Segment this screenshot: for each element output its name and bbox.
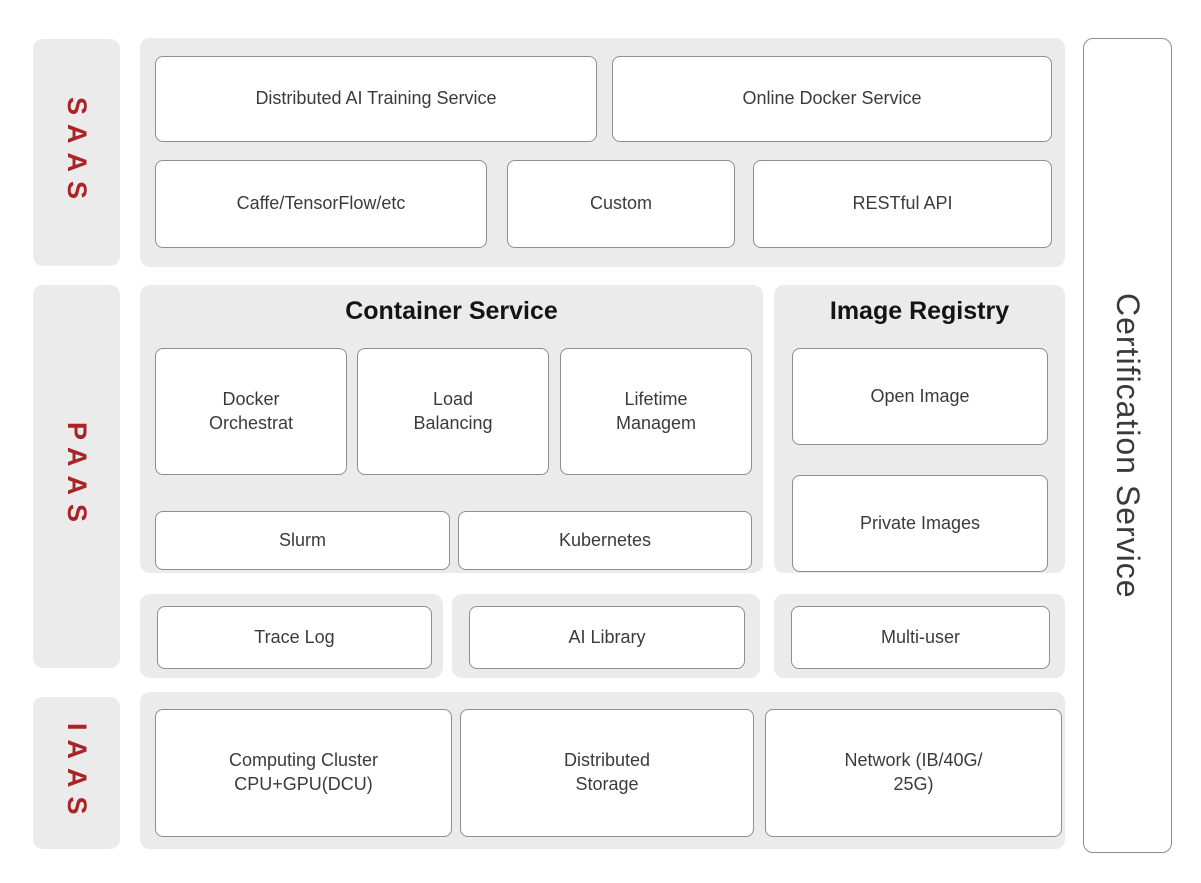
saas-label-text: SAAS: [62, 96, 92, 208]
box-distributed-storage: Distributed Storage: [460, 709, 754, 837]
iaas-label-text: IAAS: [62, 722, 92, 824]
container-service-panel: Container Service Docker Orchestrat Load…: [140, 285, 763, 573]
certification-service-label: Certification Service: [1110, 292, 1146, 599]
box-label: Caffe/TensorFlow/etc: [236, 193, 406, 214]
box-online-docker-service: Online Docker Service: [612, 56, 1052, 142]
box-label: Multi-user: [880, 626, 960, 647]
box-label: AI Library: [568, 626, 646, 647]
box-private-images: Private Images: [792, 475, 1048, 572]
box-network: Network (IB/40G/ 25G): [765, 709, 1062, 837]
box-label: Slurm: [278, 529, 326, 550]
box-computing-cluster: Computing Cluster CPU+GPU(DCU): [155, 709, 452, 837]
box-open-image: Open Image: [792, 348, 1048, 445]
box-label: Docker Orchestrat: [208, 388, 294, 433]
box-label: Custom: [589, 193, 652, 214]
box-custom: Custom: [507, 160, 735, 248]
ai-library-panel: AI Library: [452, 594, 760, 678]
box-lifetime-managem: Lifetime Managem: [560, 348, 752, 475]
certification-service-panel: Certification Service: [1083, 38, 1172, 853]
paas-label-text: PAAS: [62, 421, 92, 531]
box-ai-library: AI Library: [469, 606, 745, 669]
trace-log-panel: Trace Log: [140, 594, 443, 678]
box-load-balancing: Load Balancing: [357, 348, 549, 475]
layer-label-iaas: IAAS: [33, 697, 120, 849]
saas-panel: Distributed AI Training Service Online D…: [140, 38, 1065, 267]
box-restful-api: RESTful API: [753, 160, 1052, 248]
container-service-title: Container Service: [345, 297, 558, 325]
layer-label-paas: PAAS: [33, 285, 120, 668]
box-label: Distributed Storage: [563, 750, 651, 794]
box-label: Online Docker Service: [742, 88, 922, 109]
box-label: Trace Log: [254, 626, 335, 647]
layer-label-saas: SAAS: [33, 39, 120, 266]
box-label: Network (IB/40G/ 25G): [844, 750, 983, 794]
box-caffe-tensorflow-etc: Caffe/TensorFlow/etc: [155, 160, 487, 248]
box-label: Computing Cluster CPU+GPU(DCU): [228, 750, 379, 794]
box-trace-log: Trace Log: [157, 606, 432, 669]
box-label: RESTful API: [852, 193, 953, 214]
box-label: Kubernetes: [558, 529, 652, 550]
image-registry-panel: Image Registry Open Image Private Images: [774, 285, 1065, 573]
image-registry-title: Image Registry: [829, 297, 1010, 325]
multi-user-panel: Multi-user: [774, 594, 1065, 678]
iaas-panel: Computing Cluster CPU+GPU(DCU) Distribut…: [140, 692, 1065, 849]
box-label: Lifetime Managem: [615, 388, 697, 433]
box-slurm: Slurm: [155, 511, 450, 570]
box-distributed-ai-training-service: Distributed AI Training Service: [155, 56, 597, 142]
box-label: Private Images: [859, 512, 981, 533]
box-multi-user: Multi-user: [791, 606, 1050, 669]
box-docker-orchestrat: Docker Orchestrat: [155, 348, 347, 475]
box-kubernetes: Kubernetes: [458, 511, 752, 570]
box-label: Load Balancing: [413, 388, 493, 433]
box-label: Distributed AI Training Service: [255, 88, 497, 109]
box-label: Open Image: [870, 385, 970, 406]
